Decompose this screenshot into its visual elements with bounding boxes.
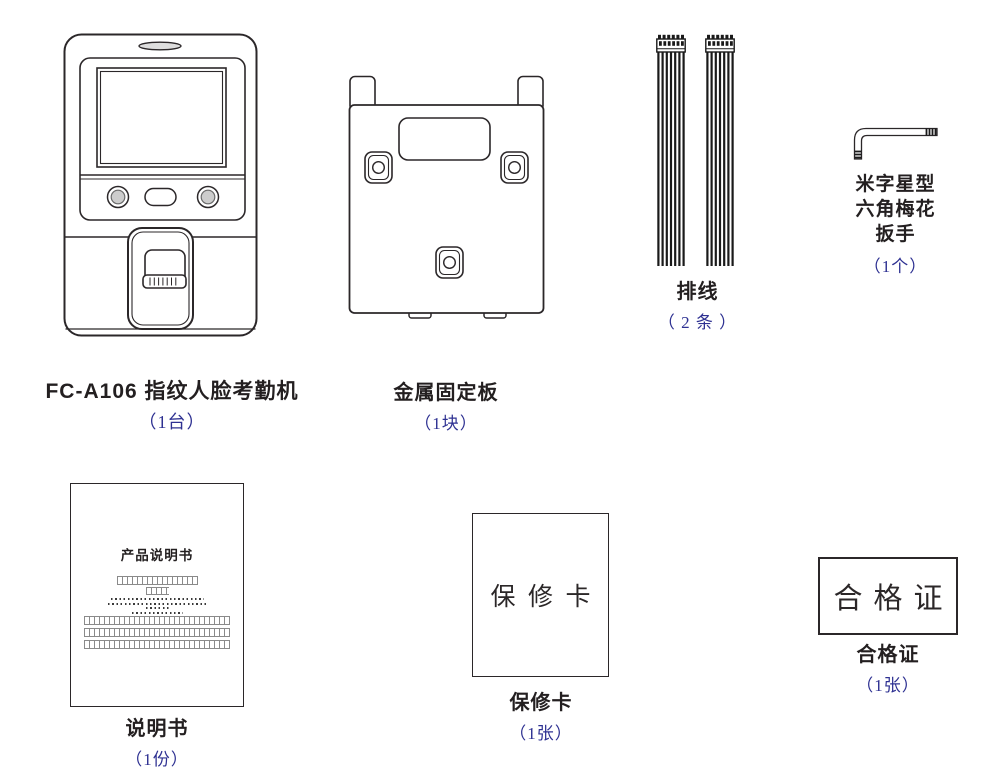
label-certificate: 合格证 （1张） [808,643,968,696]
plate-qty: （1块） [414,414,478,433]
ir-window [144,187,177,207]
cables-qty: （ 2 条 ） [657,313,738,332]
screen [96,67,227,168]
attendance-device-illustration [63,33,258,337]
plate-name: 金属固定板 [393,382,499,404]
label-wrench: 米字星型 六角梅花 扳手 （1个） [833,172,958,277]
label-device: FC-A106 指纹人脸考勤机 （1台） [32,379,312,434]
wrench-name-line3: 扳手 [875,224,916,245]
label-manual: 说明书 （1份） [77,717,237,770]
cables-name: 排线 [676,281,719,303]
manual-name: 说明书 [125,718,189,740]
certificate-illustration: 合格证 [818,557,958,635]
device-qty: （1台） [138,412,206,433]
label-plate: 金属固定板 （1块） [356,381,536,434]
warranty-name: 保修卡 [509,692,573,714]
manual-cover-title: 产品说明书 [120,548,194,563]
wires [657,52,685,266]
mount-hole-left [364,151,393,184]
speaker-slot [138,41,182,51]
wrench-qty: （1个） [863,257,928,276]
mount-hole-bottom [435,246,464,279]
connector-teeth [658,34,684,40]
front-panel [79,57,246,221]
placeholder-dots [146,607,169,609]
device-name: FC-A106 指纹人脸考勤机 [45,380,299,403]
torx-wrench-illustration [853,127,938,160]
placeholder-row [146,587,169,595]
mount-hole-right [500,151,529,184]
placeholder-dots [108,602,207,605]
manual-illustration: 产品说明书 [70,483,244,707]
warranty-qty: （1张） [509,724,573,743]
placeholder-row [84,616,230,625]
certificate-qty: （1张） [856,676,920,695]
wrench-name-line1: 米字星型 [855,174,936,195]
plate-opening [398,117,491,161]
plate-body [348,104,545,314]
manual-qty: （1份） [125,750,189,769]
placeholder-dots [132,611,183,614]
warranty-card-text: 保修卡 [490,584,603,611]
placeholder-row [84,628,230,637]
label-cables: 排线 （ 2 条 ） [625,280,770,333]
warranty-card-illustration: 保修卡 [472,513,609,677]
metal-plate-illustration [348,75,545,319]
certificate-card-text: 合格证 [833,583,954,615]
wrench-tip-splines [854,128,937,159]
placeholder-row [84,640,230,649]
wrench-name-line2: 六角梅花 [855,199,936,220]
label-warranty: 保修卡 （1张） [461,691,621,744]
placeholder-row [117,576,198,585]
placeholder-dots [111,598,204,600]
ribbon-cable-illustration-1 [656,34,686,266]
certificate-name: 合格证 [856,644,920,666]
ribbon-cable-illustration-2 [705,34,735,266]
